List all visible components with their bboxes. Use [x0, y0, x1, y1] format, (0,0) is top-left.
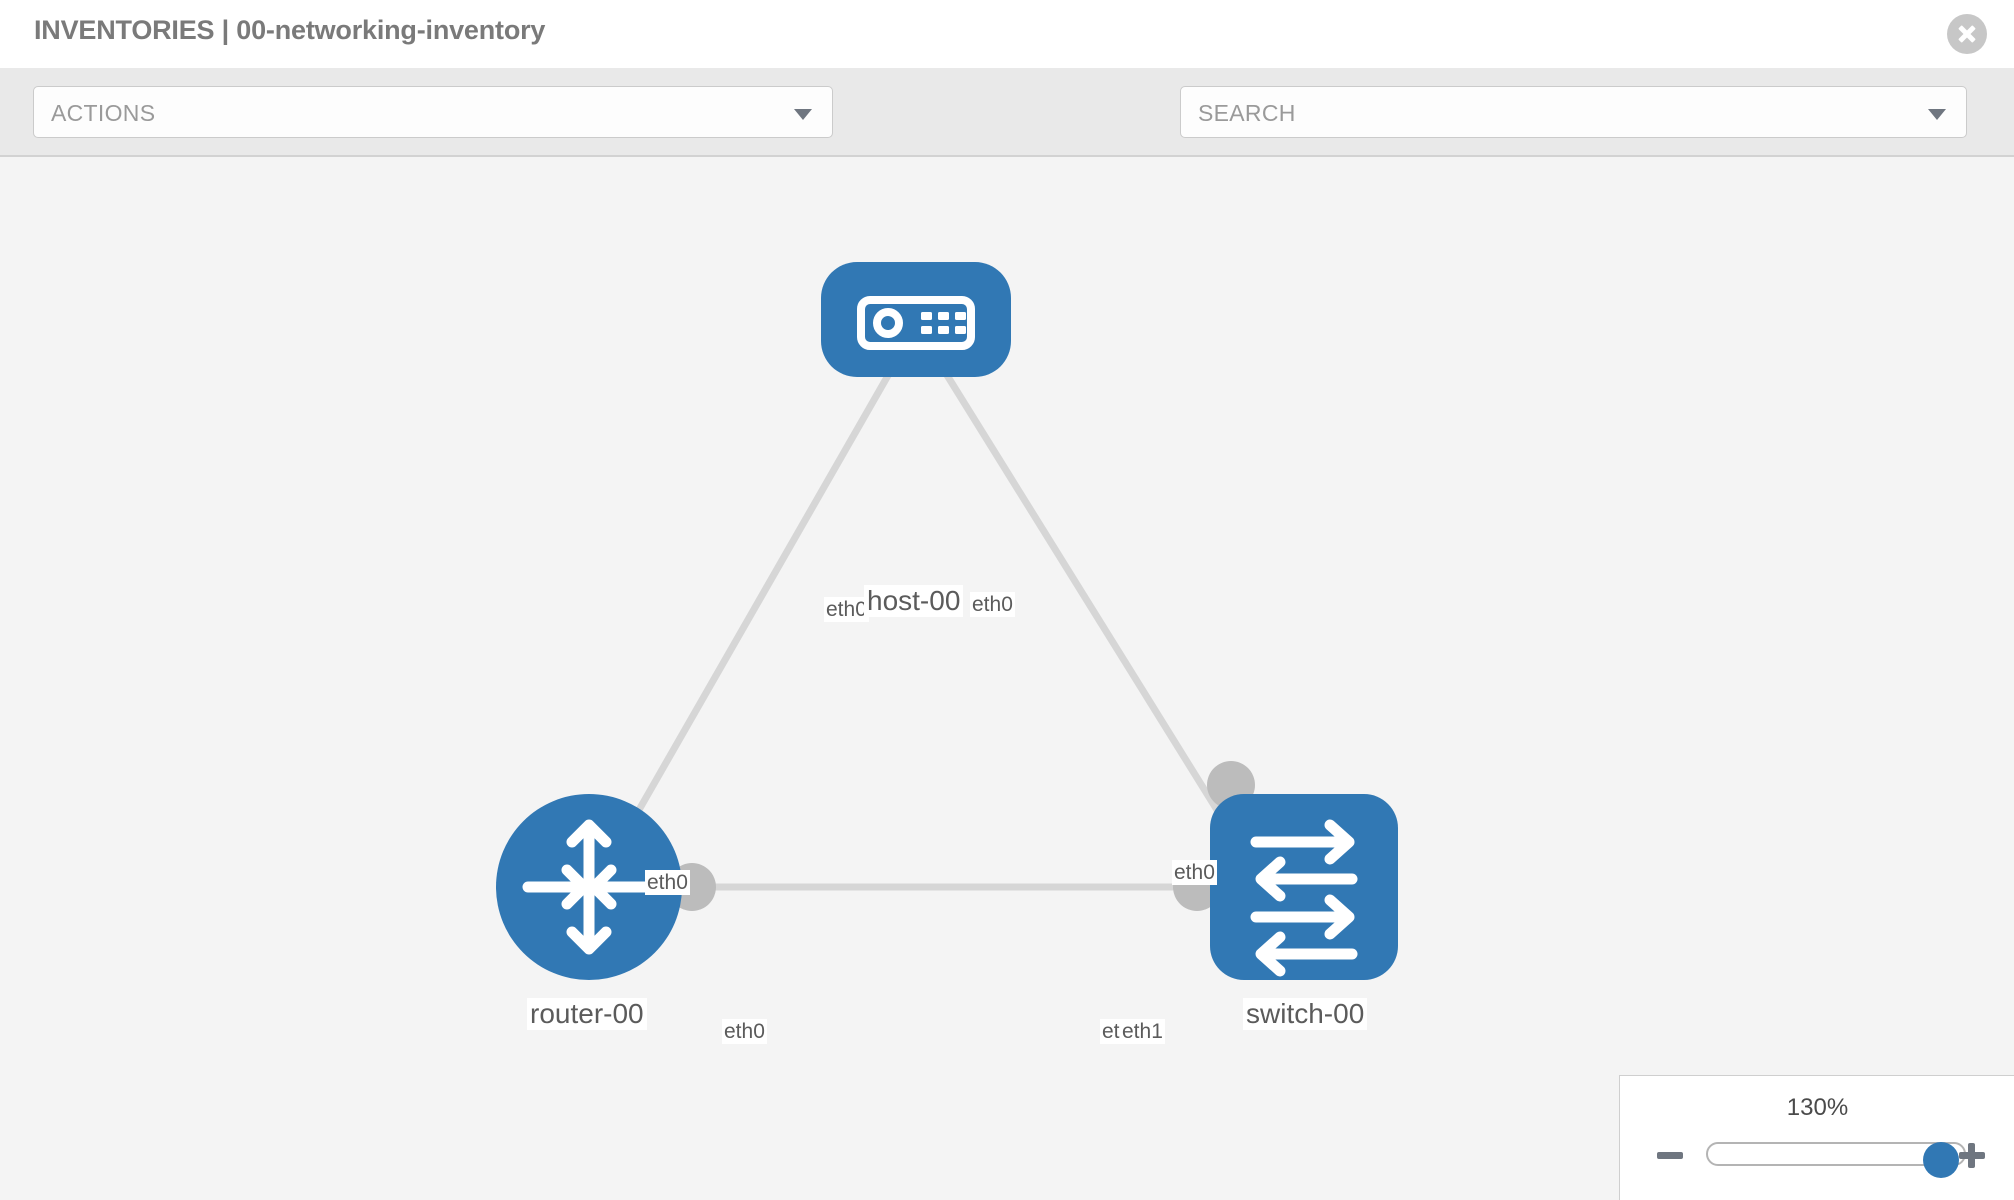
- zoom-slider-track[interactable]: [1706, 1142, 1966, 1178]
- zoom-in-button[interactable]: [1957, 1140, 1987, 1170]
- topology-graph: [496, 262, 1398, 980]
- node-host-00[interactable]: [821, 262, 1011, 377]
- zoom-slider-row: [1620, 1132, 2014, 1178]
- host-icon: [857, 296, 975, 350]
- zoom-level-value: 130%: [1786, 1094, 1849, 1121]
- link-host00-switch00[interactable]: [942, 370, 1243, 849]
- endpoint-layer: [668, 329, 1255, 911]
- iface-label-router00-eth0: eth0: [722, 1019, 767, 1044]
- node-label-router-00: router-00: [527, 998, 647, 1030]
- iface-label-host00-eth0-right: eth0: [970, 592, 1015, 617]
- topology-canvas[interactable]: eth0 eth0 eth0 eth0 eth0 eth0 eth1 host-…: [0, 157, 2014, 1200]
- toolbar: ACTIONS SEARCH: [0, 68, 2014, 202]
- router-icon: [522, 819, 656, 955]
- actions-dropdown[interactable]: ACTIONS: [33, 86, 833, 138]
- chevron-down-icon: [794, 109, 812, 120]
- node-router-00[interactable]: [496, 794, 682, 980]
- search-placeholder: SEARCH: [1198, 100, 1296, 126]
- iface-label-switch00-eth0-up: eth0: [1172, 860, 1217, 885]
- link-host00-router00[interactable]: [608, 370, 894, 859]
- zoom-control-panel: 130%: [1619, 1075, 2014, 1200]
- zoom-out-button[interactable]: [1655, 1140, 1685, 1170]
- page-title: INVENTORIES | 00-networking-inventory: [34, 15, 546, 45]
- node-switch-00[interactable]: [1210, 794, 1398, 980]
- iface-label-switch00-eth1: eth1: [1120, 1019, 1165, 1044]
- zoom-slider-thumb[interactable]: [1923, 1142, 1959, 1178]
- chevron-down-icon[interactable]: [1928, 109, 1946, 120]
- node-label-switch-00: switch-00: [1243, 998, 1368, 1030]
- close-icon[interactable]: [1947, 14, 1987, 54]
- iface-label-router00-eth0-up: eth0: [645, 870, 690, 895]
- page-header: INVENTORIES | 00-networking-inventory: [0, 0, 2014, 68]
- link-layer: [608, 370, 1243, 891]
- iface-label-host00-eth0-left: eth0: [824, 597, 869, 622]
- search-input[interactable]: SEARCH: [1180, 86, 1967, 138]
- node-label-host-00: host-00: [864, 585, 964, 617]
- switch-icon: [1250, 819, 1358, 977]
- actions-dropdown-label: ACTIONS: [51, 100, 156, 126]
